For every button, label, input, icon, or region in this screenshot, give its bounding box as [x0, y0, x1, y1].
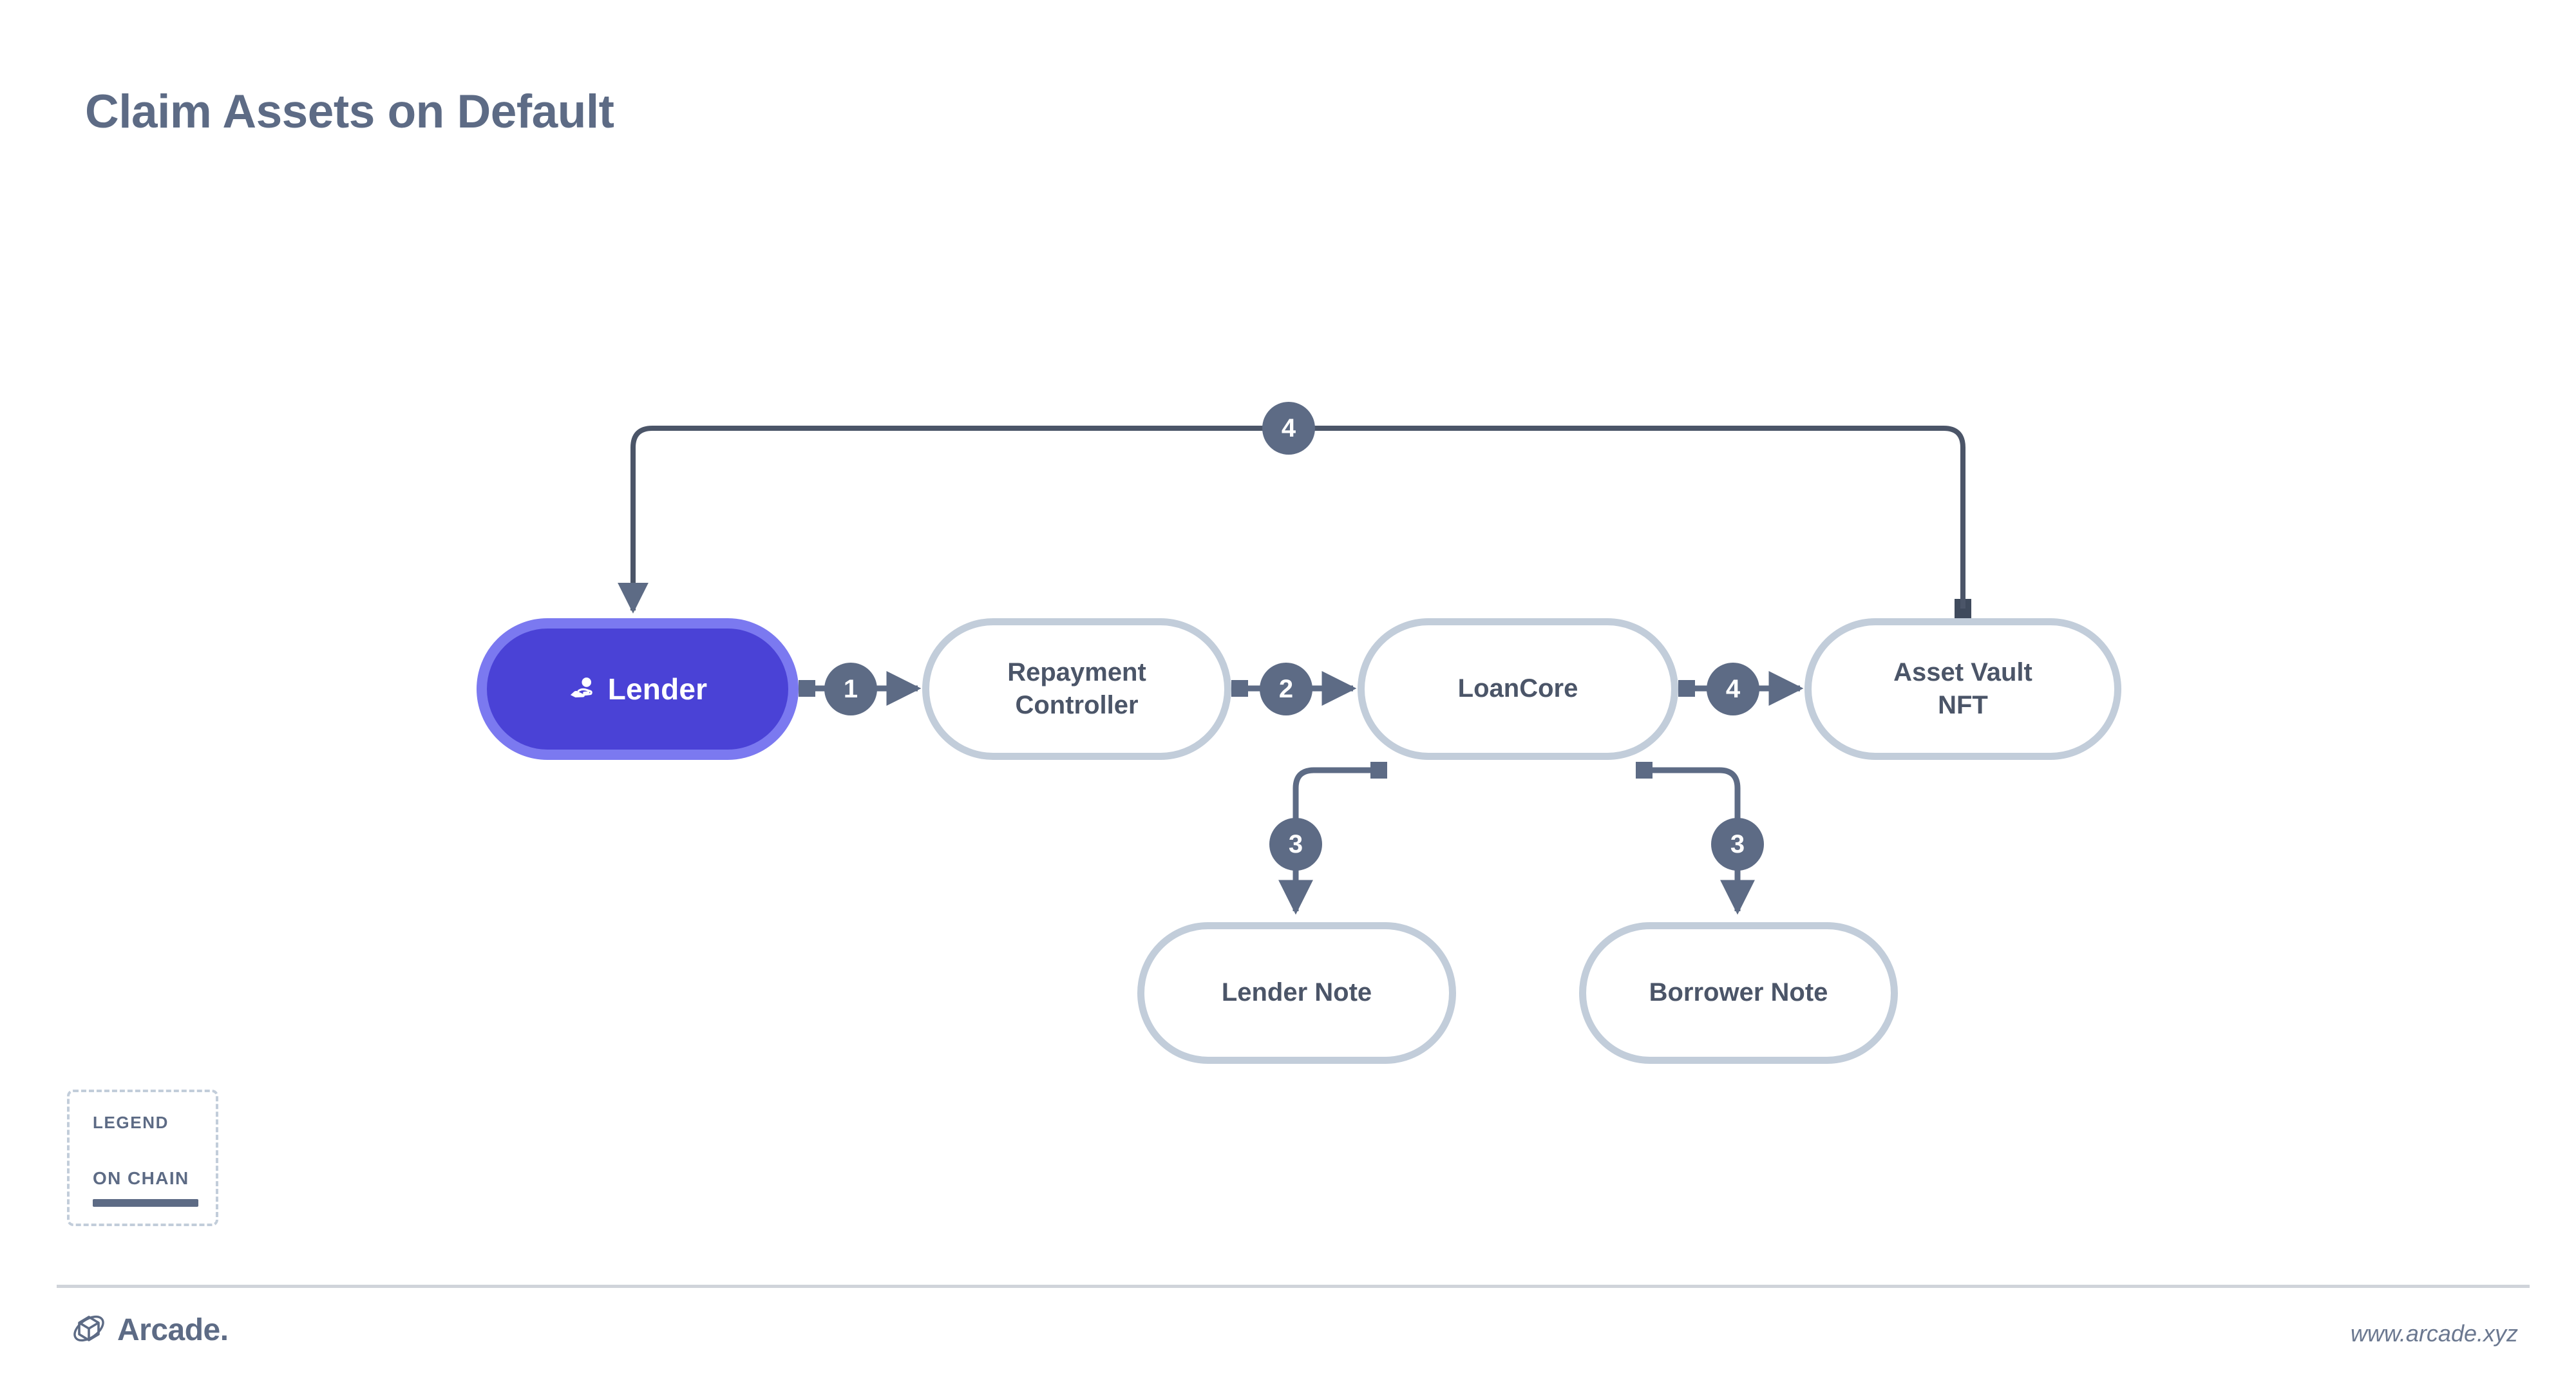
- hand-holding-person-icon: [568, 674, 598, 704]
- legend-item-on-chain-label: ON CHAIN: [93, 1168, 189, 1188]
- step-badge-1[interactable]: 1: [824, 663, 877, 715]
- step-badge-3-lender-note[interactable]: 3: [1269, 818, 1322, 871]
- step-badge-label: 3: [1288, 829, 1303, 858]
- legend-title: LEGEND: [93, 1113, 169, 1132]
- footer-brand: Arcade.: [71, 1310, 229, 1350]
- step-badge-3-borrower-note[interactable]: 3: [1711, 818, 1764, 871]
- footer-divider: [57, 1285, 2530, 1288]
- edge-4b-path: [618, 426, 1971, 621]
- node-label: Asset Vault NFT: [1893, 657, 2032, 719]
- footer-brand-name: Arcade.: [117, 1313, 229, 1347]
- arcade-cube-orbit-icon: [71, 1310, 107, 1350]
- page-title: Claim Assets on Default: [85, 86, 614, 138]
- node-asset-vault-nft[interactable]: Asset Vault NFT: [1804, 618, 2121, 760]
- step-badge-2[interactable]: 2: [1260, 663, 1312, 715]
- step-badge-4-asset-vault[interactable]: 4: [1707, 663, 1759, 715]
- step-badge-4-return-to-lender[interactable]: 4: [1262, 402, 1315, 455]
- node-label: Borrower Note: [1649, 978, 1828, 1007]
- legend: LEGEND ON CHAIN: [67, 1090, 218, 1226]
- node-label: LoanCore: [1457, 674, 1578, 703]
- step-badge-label: 4: [1281, 413, 1296, 442]
- node-borrower-note[interactable]: Borrower Note: [1579, 922, 1898, 1064]
- step-badge-label: 3: [1730, 829, 1745, 858]
- node-lender-note[interactable]: Lender Note: [1137, 922, 1456, 1064]
- step-badge-label: 2: [1278, 674, 1294, 703]
- node-label: Lender: [607, 672, 708, 706]
- step-badge-label: 4: [1725, 674, 1741, 703]
- footer-url: www.arcade.xyz: [2350, 1320, 2518, 1347]
- node-loancore[interactable]: LoanCore: [1358, 618, 1678, 760]
- node-lender[interactable]: Lender: [477, 618, 799, 760]
- node-label: Repayment Controller: [1007, 657, 1146, 719]
- step-badge-label: 1: [843, 674, 858, 703]
- node-repayment-controller[interactable]: Repayment Controller: [922, 618, 1231, 760]
- legend-on-chain-swatch: [93, 1199, 198, 1207]
- node-label: Lender Note: [1221, 978, 1372, 1007]
